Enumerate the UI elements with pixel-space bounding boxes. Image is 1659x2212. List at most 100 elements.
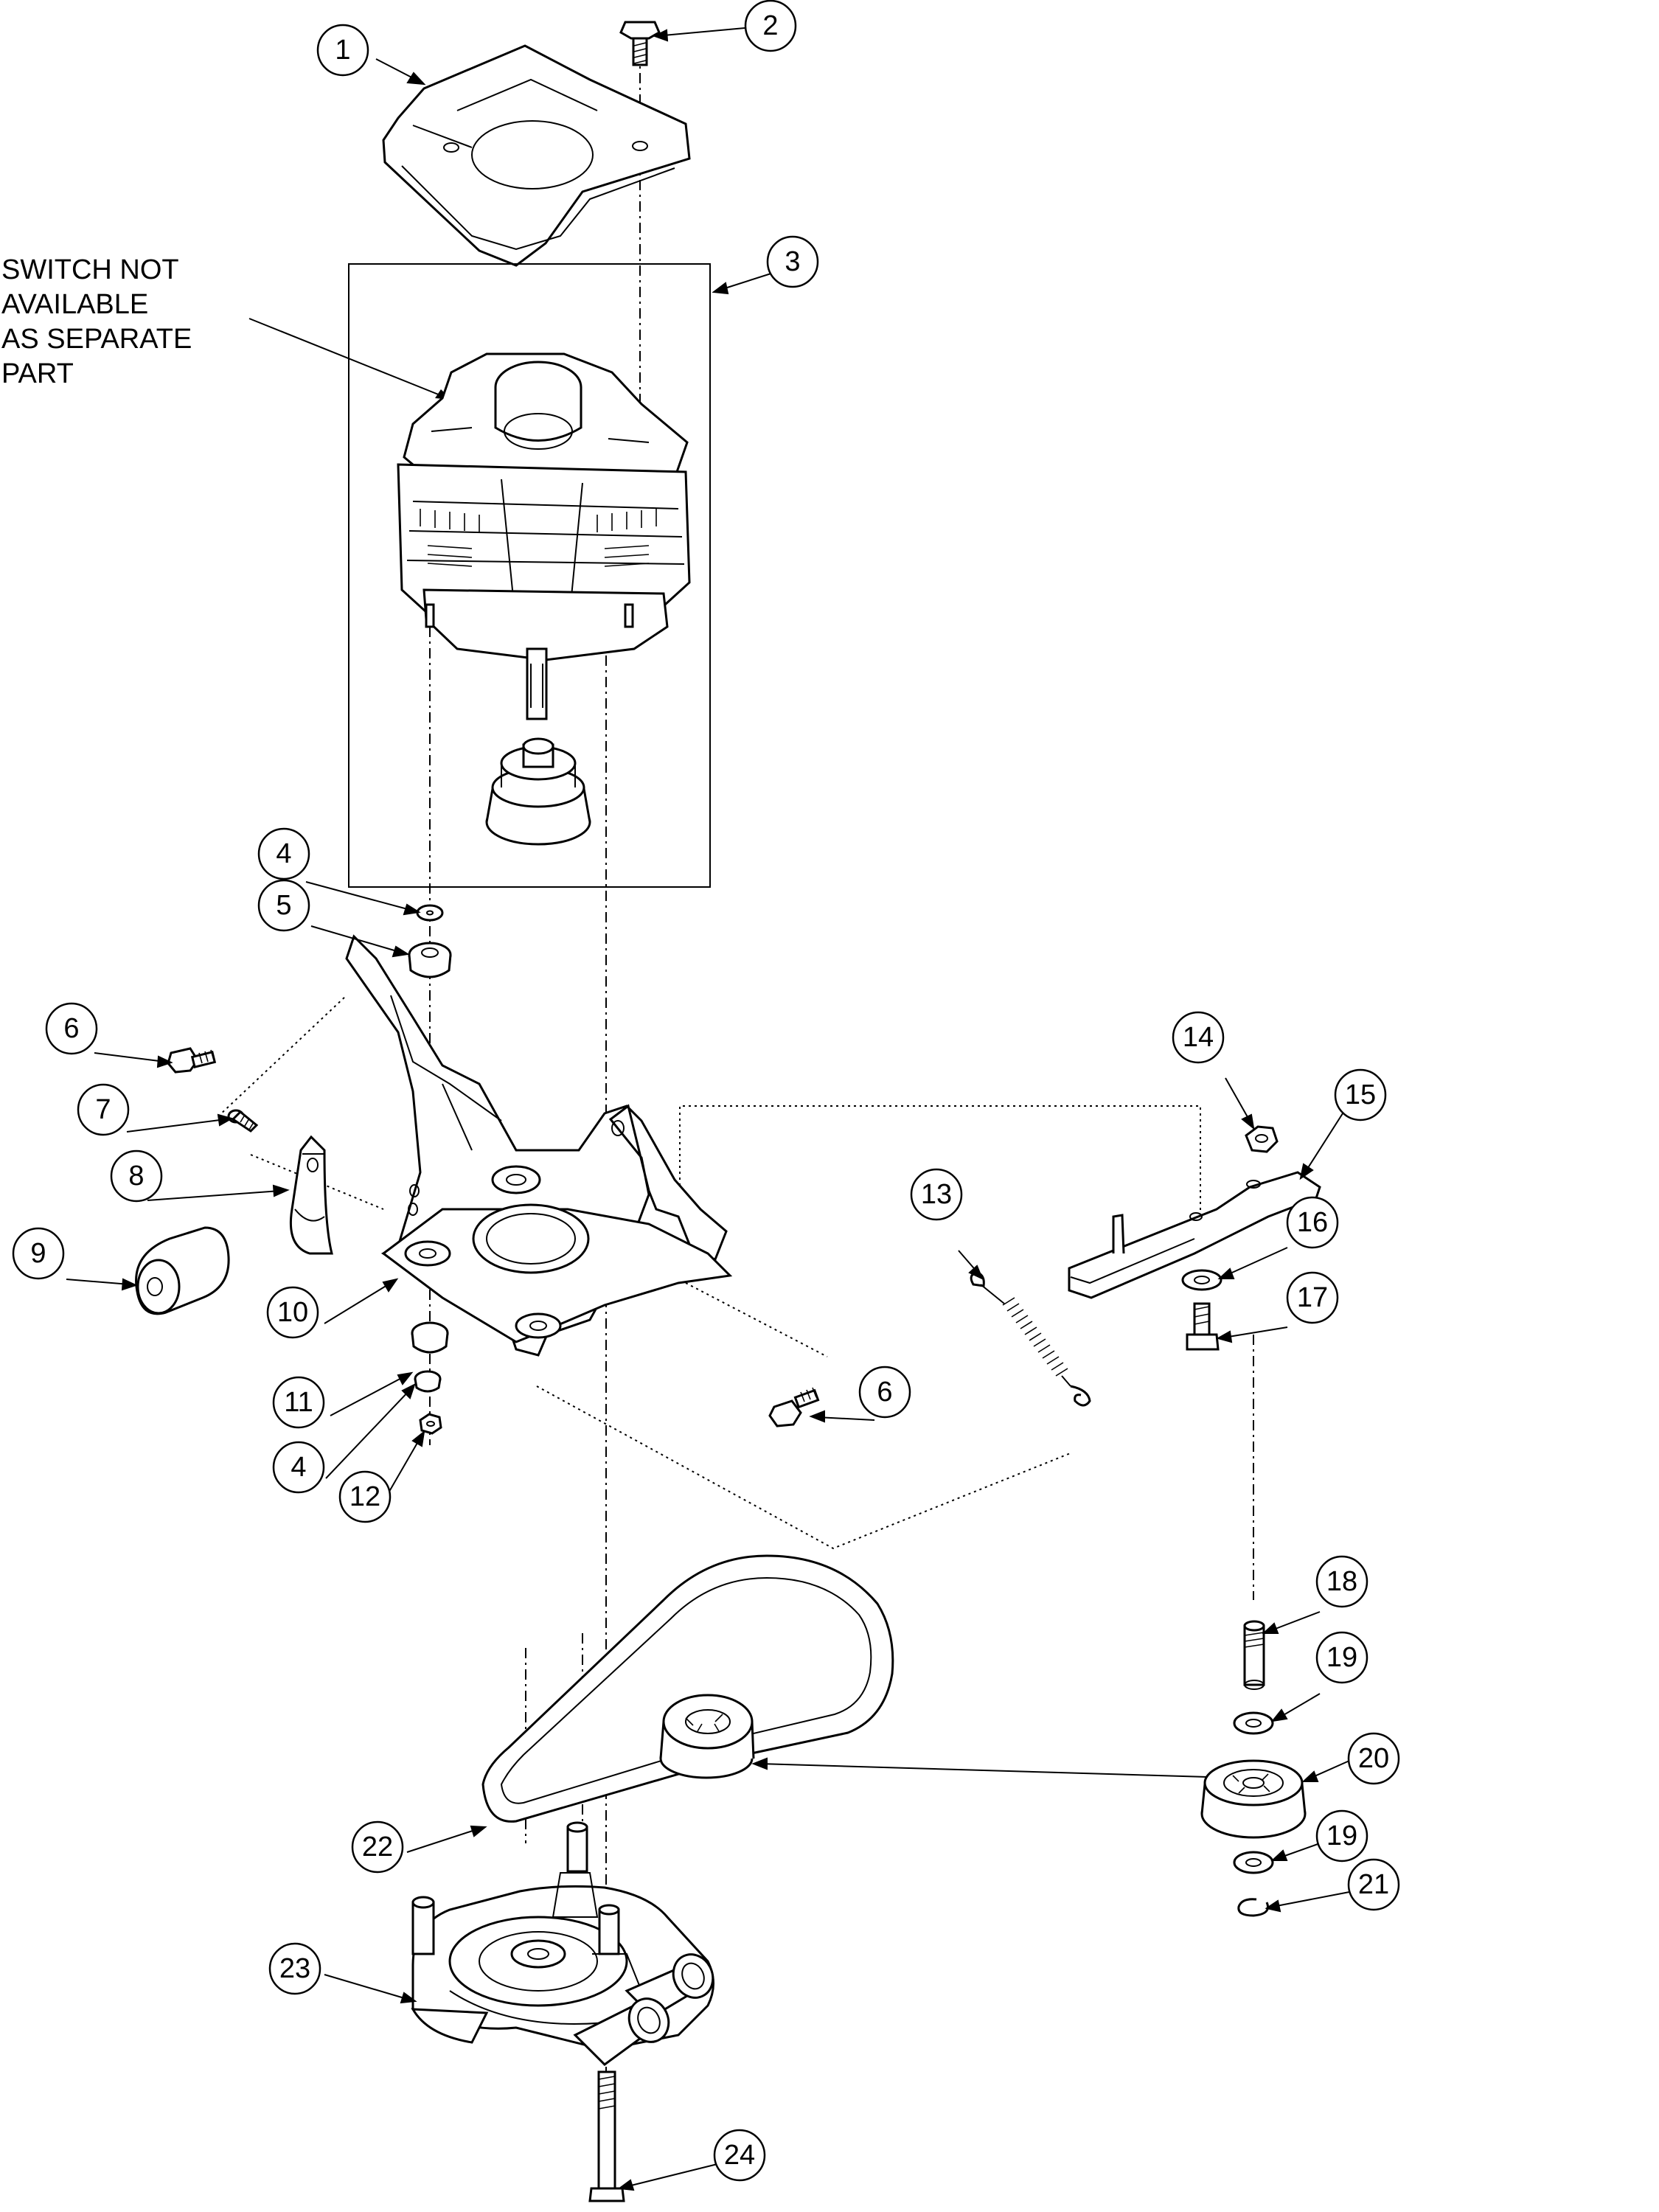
note-line-2: AVAILABLE bbox=[1, 289, 148, 320]
callout-5: 5 bbox=[257, 879, 310, 932]
leader-23 bbox=[324, 1974, 410, 2000]
top-bolt bbox=[619, 21, 661, 66]
svg-text:9: 9 bbox=[30, 1238, 46, 1269]
callout-4-top: 4 bbox=[257, 827, 310, 880]
leader-17 bbox=[1223, 1326, 1288, 1338]
leader-20-to-belt-pulley bbox=[759, 1763, 1208, 1778]
callout-15: 15 bbox=[1334, 1068, 1387, 1121]
bottom-stud-parts bbox=[411, 1321, 449, 1435]
svg-text:13: 13 bbox=[921, 1179, 952, 1210]
callout-2: 2 bbox=[744, 0, 797, 52]
leader-4b bbox=[325, 1389, 411, 1479]
dotted-guide-screw-right bbox=[685, 1282, 828, 1357]
drive-belt bbox=[481, 1554, 894, 1823]
pump-bolt bbox=[588, 2070, 625, 2202]
leader-9 bbox=[66, 1279, 131, 1285]
note-line-1: SWITCH NOT bbox=[1, 254, 179, 285]
leader-21 bbox=[1272, 1891, 1350, 1907]
leader-4a bbox=[305, 881, 414, 911]
nut-bottom bbox=[419, 1413, 442, 1435]
leader-15 bbox=[1304, 1102, 1350, 1173]
callouts: 1 2 3 4 5 6 7 8 9 10 11 4 12 6 13 14 15 … bbox=[12, 0, 1400, 2182]
callout-3: 3 bbox=[766, 235, 819, 288]
svg-text:6: 6 bbox=[63, 1013, 79, 1044]
leader-2 bbox=[663, 27, 745, 36]
left-screw bbox=[167, 1047, 217, 1074]
svg-text:3: 3 bbox=[785, 246, 800, 277]
callout-4-bottom: 4 bbox=[272, 1441, 325, 1494]
callout-12: 12 bbox=[338, 1470, 392, 1523]
callout-17: 17 bbox=[1286, 1271, 1339, 1324]
leader-lines bbox=[66, 27, 1350, 2191]
leader-14 bbox=[1225, 1077, 1251, 1123]
svg-text:18: 18 bbox=[1326, 1566, 1357, 1597]
svg-text:10: 10 bbox=[277, 1297, 308, 1328]
svg-text:2: 2 bbox=[762, 10, 778, 41]
idler-washer-bottom bbox=[1233, 1851, 1274, 1874]
leader-16 bbox=[1225, 1247, 1288, 1276]
callout-11: 11 bbox=[272, 1376, 325, 1429]
callout-23: 23 bbox=[268, 1942, 321, 1995]
callout-10: 10 bbox=[266, 1286, 319, 1339]
svg-text:7: 7 bbox=[95, 1094, 111, 1125]
svg-text:11: 11 bbox=[284, 1387, 313, 1418]
callout-9: 9 bbox=[12, 1227, 65, 1280]
callout-16: 16 bbox=[1286, 1196, 1339, 1249]
idler-pulley bbox=[1200, 1759, 1307, 1839]
svg-text:24: 24 bbox=[724, 2140, 755, 2171]
top-stud-parts bbox=[408, 904, 452, 978]
cap-washer-top bbox=[416, 904, 444, 922]
leader-10 bbox=[324, 1282, 392, 1324]
svg-text:14: 14 bbox=[1183, 1022, 1214, 1053]
svg-text:4: 4 bbox=[276, 838, 291, 869]
spring bbox=[970, 1271, 1091, 1407]
water-pump bbox=[411, 1821, 714, 2066]
svg-text:8: 8 bbox=[128, 1161, 144, 1192]
callout-20: 20 bbox=[1347, 1732, 1400, 1785]
motor-mount-bracket bbox=[345, 934, 733, 1357]
idler-shaft bbox=[1243, 1620, 1265, 1690]
motor-assembly-box bbox=[348, 263, 711, 888]
callout-18: 18 bbox=[1315, 1555, 1368, 1608]
retaining-ring bbox=[1237, 1898, 1269, 1917]
svg-text:1: 1 bbox=[335, 35, 350, 66]
callout-22: 22 bbox=[351, 1820, 404, 1874]
svg-text:16: 16 bbox=[1297, 1207, 1328, 1238]
leader-5 bbox=[310, 925, 403, 953]
note-line-3: AS SEPARATE bbox=[1, 324, 192, 355]
motor-assembly bbox=[348, 263, 711, 888]
svg-text:15: 15 bbox=[1345, 1079, 1376, 1110]
lever-nut bbox=[1245, 1125, 1279, 1153]
callout-19-top: 19 bbox=[1315, 1631, 1368, 1684]
right-screw bbox=[768, 1387, 820, 1427]
callout-8: 8 bbox=[110, 1150, 163, 1203]
leader-11 bbox=[330, 1375, 406, 1416]
note-line-4: PART bbox=[1, 358, 74, 389]
leader-7 bbox=[126, 1119, 226, 1133]
leader-18 bbox=[1269, 1611, 1321, 1632]
callout-14: 14 bbox=[1172, 1011, 1225, 1064]
svg-text:23: 23 bbox=[279, 1953, 310, 1984]
svg-text:6: 6 bbox=[877, 1377, 892, 1408]
svg-text:22: 22 bbox=[362, 1832, 393, 1863]
svg-text:4: 4 bbox=[291, 1452, 306, 1483]
shoulder-bolt bbox=[1186, 1302, 1220, 1351]
callout-13: 13 bbox=[910, 1168, 963, 1221]
svg-text:21: 21 bbox=[1358, 1869, 1389, 1900]
leader-3 bbox=[722, 271, 779, 290]
callout-1: 1 bbox=[316, 24, 369, 77]
svg-text:20: 20 bbox=[1358, 1743, 1389, 1774]
note-leader-line bbox=[248, 318, 452, 400]
svg-text:12: 12 bbox=[349, 1481, 380, 1512]
svg-text:19: 19 bbox=[1326, 1642, 1357, 1673]
motor-cover bbox=[382, 44, 691, 267]
clip-screw bbox=[227, 1109, 259, 1133]
svg-text:19: 19 bbox=[1326, 1820, 1357, 1851]
leader-22 bbox=[406, 1828, 480, 1853]
lever-washer bbox=[1181, 1269, 1222, 1291]
dotted-guide-spring bbox=[536, 1385, 1073, 1550]
callout-7: 7 bbox=[77, 1083, 130, 1136]
leader-24 bbox=[625, 2161, 727, 2188]
leader-6a bbox=[94, 1052, 166, 1062]
